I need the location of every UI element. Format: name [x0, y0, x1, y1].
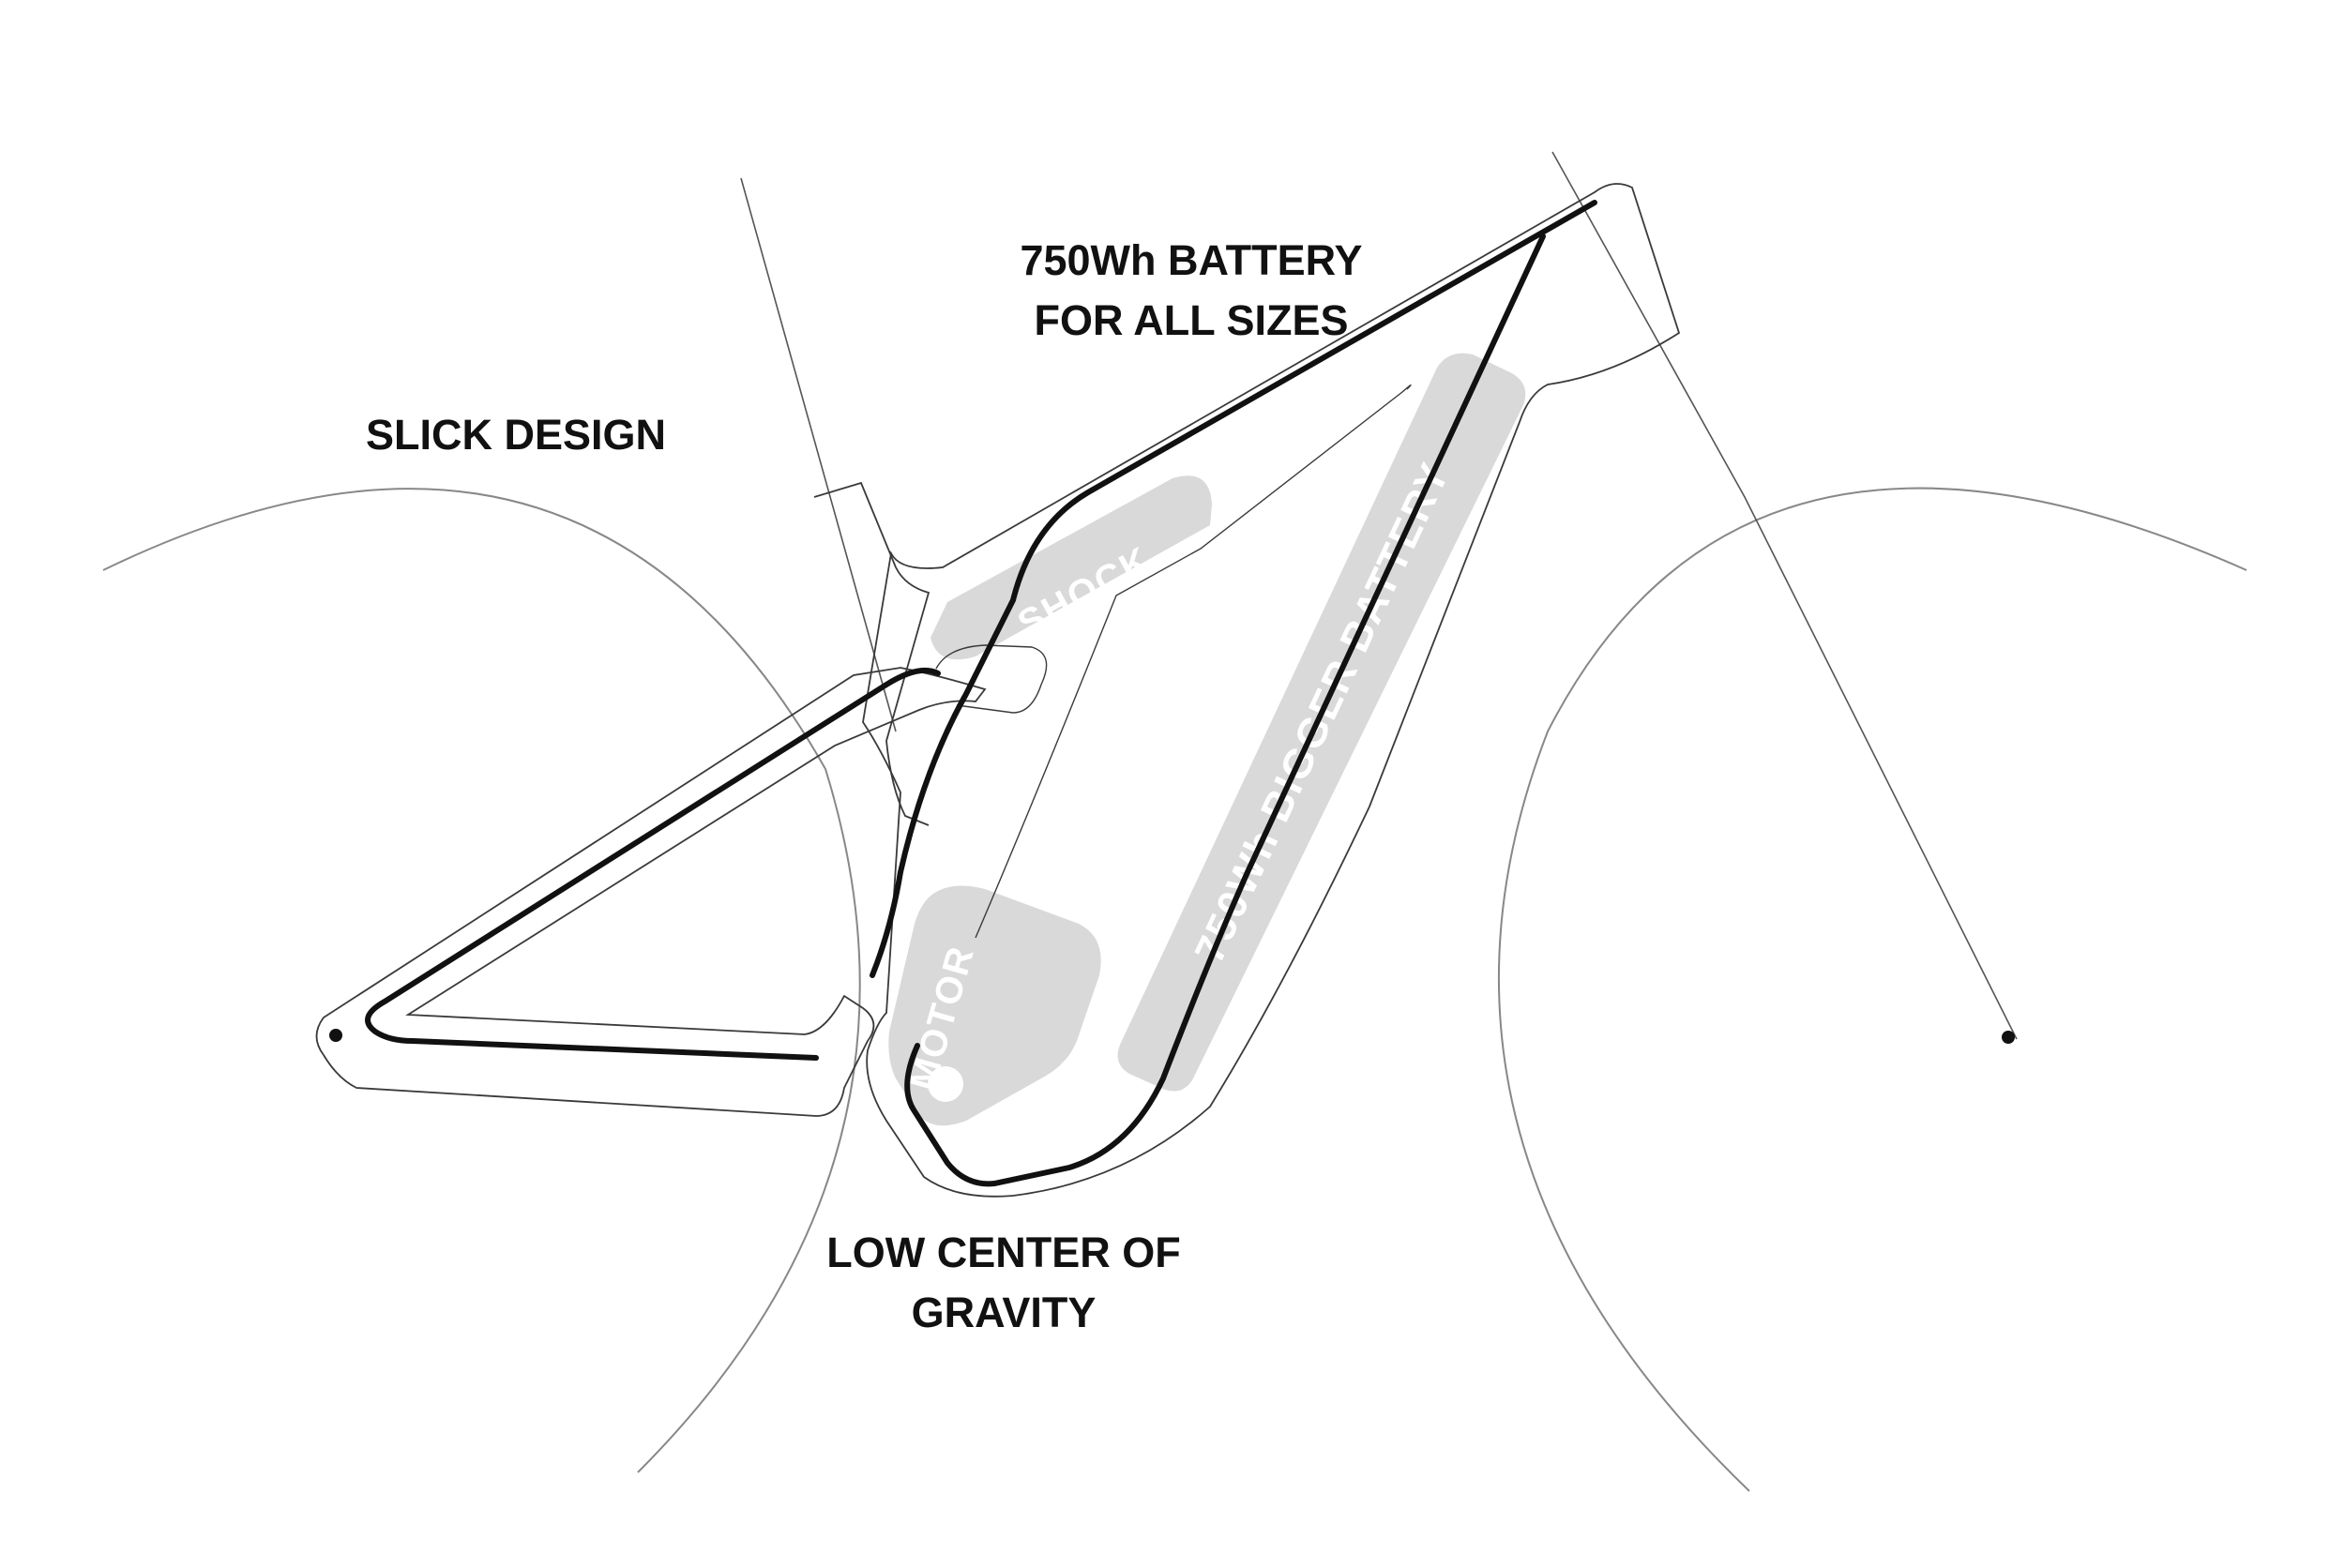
motor-pivot-circle [928, 1066, 963, 1102]
battery-callout: 750Wh BATTERY FOR ALL SIZES [976, 231, 1407, 351]
front-triangle-inner-outline [975, 384, 1412, 939]
slick-design-callout: SLICK DESIGN [356, 405, 675, 465]
battery-callout-line2: FOR ALL SIZES [1034, 296, 1349, 344]
seat-axis-line [740, 177, 897, 732]
rear-axle-dot [329, 1029, 342, 1042]
shock-tunnel-outline [935, 644, 1048, 714]
seat-mast-outline [813, 481, 930, 826]
front-axle-dot [2002, 1031, 2015, 1044]
front-triangle-outline [862, 183, 1681, 1198]
down-tube-line [904, 234, 1546, 1187]
battery-component: 750Wh BIGGER BATTERY [1117, 353, 1526, 1092]
front-wheel-arc [1498, 487, 2247, 1492]
gravity-callout-line1: LOW CENTER OF [826, 1229, 1181, 1276]
low-center-of-gravity-callout: LOW CENTER OF GRAVITY [788, 1223, 1219, 1343]
battery-callout-line1: 750Wh BATTERY [1020, 236, 1363, 284]
motor-component: MOTOR [888, 885, 1101, 1126]
rear-frame-line [365, 668, 941, 1061]
steering-axis-line [1551, 151, 2018, 1040]
gravity-callout-line2: GRAVITY [911, 1289, 1097, 1336]
rear-wheel-arc [102, 488, 861, 1473]
top-tube-line [870, 200, 1597, 978]
rear-triangle-outline [315, 667, 987, 1117]
slick-design-callout-line1: SLICK DESIGN [365, 411, 667, 459]
